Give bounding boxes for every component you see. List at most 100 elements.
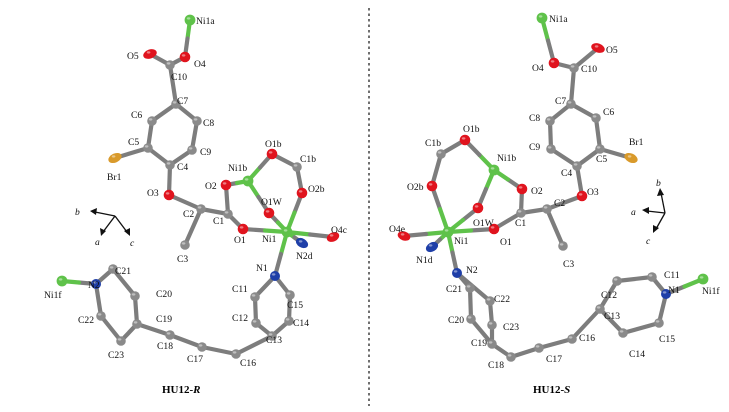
atom-highlight-c7 <box>172 101 177 104</box>
atom-label-o2: O2 <box>531 186 543 197</box>
atom-highlight-ni1a <box>186 17 191 20</box>
atom-highlight-c7 <box>567 101 572 104</box>
atom-highlight-c13 <box>596 306 601 309</box>
atom-c4 <box>572 161 582 171</box>
atom-label-n2d: N2d <box>296 251 313 262</box>
atom-o2 <box>220 179 232 191</box>
atom-c12 <box>251 318 261 328</box>
bond-c22-n2 <box>93 281 104 319</box>
atom-label-o1b: O1b <box>463 124 480 135</box>
caption-s-main: HU12- <box>533 384 565 396</box>
axis-b-arrow <box>657 188 664 196</box>
atom-label-c18: C18 <box>488 360 504 371</box>
atom-n2 <box>452 268 462 278</box>
caption-r-main: HU12- <box>162 384 194 396</box>
atom-label-c2: C2 <box>183 209 194 220</box>
atom-highlight-c14 <box>285 318 290 321</box>
atom-highlight-c15 <box>655 320 660 323</box>
atom-c16 <box>231 349 241 359</box>
bond-c2-c3 <box>182 206 204 248</box>
atom-highlight-o2b <box>428 183 433 186</box>
atom-label-o2b: O2b <box>308 184 325 195</box>
axis-triad-r: b a c <box>75 207 135 249</box>
atom-c3 <box>558 241 568 251</box>
atom-label-c1b: C1b <box>300 154 316 165</box>
atom-o4c <box>326 232 340 242</box>
atom-highlight-c1 <box>224 211 229 214</box>
atom-highlight-n1 <box>662 291 667 294</box>
atom-highlight-c1b <box>437 151 442 154</box>
atom-ni1 <box>281 226 293 238</box>
atom-label-c8: C8 <box>529 113 540 124</box>
atom-label-c5: C5 <box>128 137 139 148</box>
atom-highlight-o2 <box>222 182 227 185</box>
atom-label-c3: C3 <box>177 254 188 265</box>
atom-highlight-ni1a <box>538 15 543 18</box>
atom-highlight-c19 <box>133 321 138 324</box>
atom-label-c7: C7 <box>177 96 188 107</box>
atom-highlight-c3 <box>559 243 564 246</box>
bond-c16-c17 <box>199 344 239 357</box>
atom-label-c1: C1 <box>515 218 526 229</box>
atom-label-c20: C20 <box>156 289 172 300</box>
atom-highlight-o4c <box>329 234 334 237</box>
atom-label-c4: C4 <box>177 162 188 173</box>
atom-label-c23: C23 <box>503 322 519 333</box>
caption-hu12-s: HU12-S <box>533 384 570 396</box>
atom-o1b <box>459 134 471 146</box>
bond-c10-c7 <box>167 62 179 107</box>
atom-highlight-o2 <box>518 186 523 189</box>
atom-label-c15: C15 <box>287 300 303 311</box>
atom-n2d <box>295 237 309 249</box>
atom-highlight-c5 <box>144 145 149 148</box>
atom-highlight-o1 <box>490 226 495 229</box>
atom-label-c12: C12 <box>601 290 617 301</box>
bond-c13-c16 <box>233 333 275 357</box>
atom-label-c12: C12 <box>232 313 248 324</box>
atom-highlight-ni1f <box>58 278 63 281</box>
atom-highlight-c10 <box>166 62 171 65</box>
atom-c9 <box>187 145 197 155</box>
axis-b-label: b <box>656 178 661 189</box>
atom-n1 <box>270 271 280 281</box>
axis-a-line <box>646 210 666 214</box>
atom-c21 <box>465 283 475 293</box>
atoms-s <box>397 12 709 362</box>
atom-highlight-c18 <box>507 354 512 357</box>
atom-highlight-c6 <box>148 118 153 121</box>
bond-c2-c3 <box>544 206 566 249</box>
atom-label-c9: C9 <box>200 147 211 158</box>
atom-c23 <box>116 336 126 346</box>
atom-c2 <box>196 204 206 214</box>
atom-highlight-c18 <box>166 332 171 335</box>
atom-label-c1b: C1b <box>425 138 441 149</box>
atom-highlight-n1d <box>428 244 433 247</box>
atom-highlight-o4e <box>400 233 405 236</box>
atom-c13 <box>267 331 277 341</box>
atom-c22 <box>96 311 106 321</box>
atom-highlight-c1b <box>293 164 298 167</box>
atom-highlight-o1b <box>268 151 273 154</box>
atom-highlight-o1 <box>239 226 244 229</box>
atom-c19 <box>132 319 142 329</box>
atom-highlight-br1 <box>627 155 632 158</box>
atom-label-ni1f: Ni1f <box>44 290 62 301</box>
atom-label-ni1b: Ni1b <box>497 153 516 164</box>
atom-highlight-n2 <box>92 281 97 284</box>
atom-c7 <box>566 99 576 109</box>
bond-c13-c14 <box>597 306 626 336</box>
atom-c5 <box>143 143 153 153</box>
atom-label-c4: C4 <box>561 168 572 179</box>
bond-o5-c10 <box>571 45 601 71</box>
atom-label-c17: C17 <box>187 354 203 365</box>
atom-label-ni1b: Ni1b <box>228 163 247 174</box>
axis-a-label: a <box>95 237 100 248</box>
axis-a-label: a <box>631 207 636 218</box>
atom-label-o2: O2 <box>205 181 217 192</box>
atom-c6 <box>591 113 601 123</box>
atom-label-n2: N2 <box>88 280 100 291</box>
atom-label-c6: C6 <box>603 107 614 118</box>
atom-c6 <box>147 116 157 126</box>
atom-c14 <box>618 328 628 338</box>
axis-a-arrow <box>100 228 106 236</box>
